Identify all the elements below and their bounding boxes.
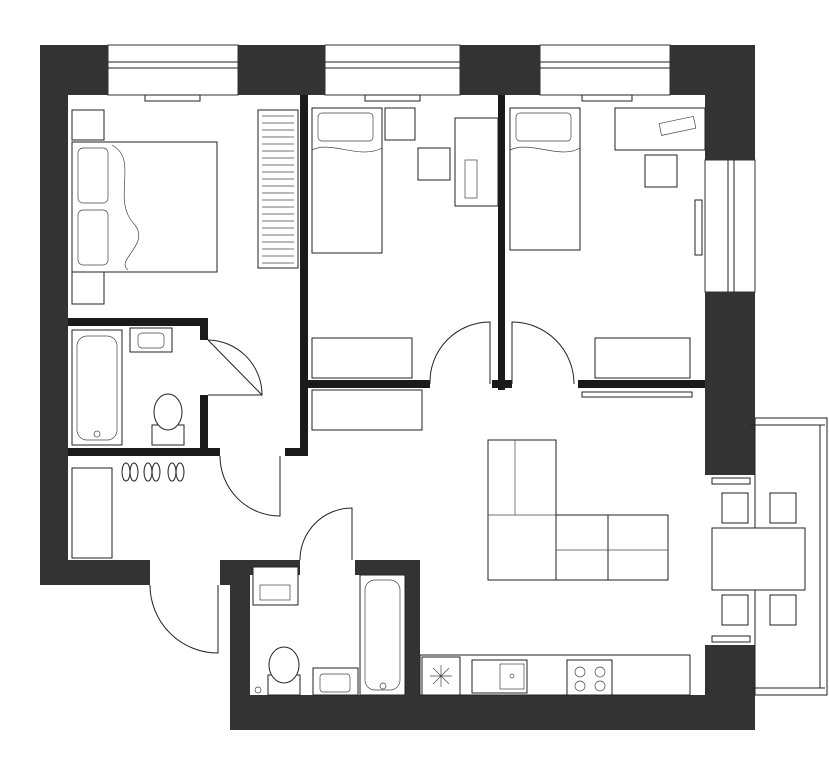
- door-swing-icon: [219, 455, 281, 517]
- door-swing-icon: [299, 507, 353, 561]
- sofa-icon: [487, 439, 669, 581]
- sink-icon: [312, 667, 359, 696]
- doors: [149, 321, 575, 654]
- bedroom-3: [509, 107, 706, 251]
- dining-table-icon: [711, 477, 806, 643]
- windows: [107, 44, 828, 696]
- door-swing-icon: [511, 321, 575, 385]
- nightstand-icon: [384, 107, 416, 141]
- radiator-icon: [311, 337, 413, 379]
- stove-icon: [566, 659, 613, 696]
- fridge-icon: [421, 656, 461, 696]
- shoes-icon: [121, 462, 185, 482]
- door-swing-icon: [149, 584, 219, 654]
- washing-machine-icon: [252, 566, 299, 606]
- bedroom-2: [311, 107, 499, 254]
- kitchen-counter: [419, 654, 691, 696]
- window-icon: [539, 44, 671, 102]
- single-bed-icon: [311, 107, 383, 254]
- window-icon: [107, 44, 239, 102]
- radiator-slats: [262, 115, 294, 264]
- double-bed-icon: [71, 141, 218, 273]
- sink-icon: [129, 327, 173, 353]
- single-bed-icon: [509, 107, 581, 251]
- bathtub-icon: [359, 574, 406, 696]
- toilet-icon: [267, 646, 301, 696]
- bathroom-1: [71, 327, 185, 446]
- nightstand-icon: [71, 271, 105, 305]
- toilet-icon: [151, 393, 185, 446]
- door-swing-icon: [207, 339, 263, 396]
- chair-icon: [417, 147, 451, 181]
- radiator-icon: [581, 391, 693, 398]
- radiator-icon: [257, 109, 299, 269]
- shoe-rack-icon: [71, 467, 113, 559]
- bathroom-2: [252, 566, 406, 696]
- radiators: [71, 337, 693, 559]
- sink-icon: [471, 659, 528, 694]
- bathtub-icon: [71, 329, 123, 446]
- door-swing-icon: [429, 321, 491, 385]
- exterior-walls: [40, 45, 755, 730]
- desk-icon: [454, 117, 499, 207]
- interior-walls: [68, 95, 705, 456]
- window-icon: [324, 44, 461, 102]
- master-bedroom: [71, 109, 299, 305]
- nightstand-icon: [71, 109, 105, 141]
- desk-icon: [614, 107, 706, 151]
- radiator-icon: [311, 389, 423, 431]
- radiator-icon: [594, 337, 691, 379]
- window-icon: [694, 159, 756, 293]
- chair-icon: [644, 154, 678, 188]
